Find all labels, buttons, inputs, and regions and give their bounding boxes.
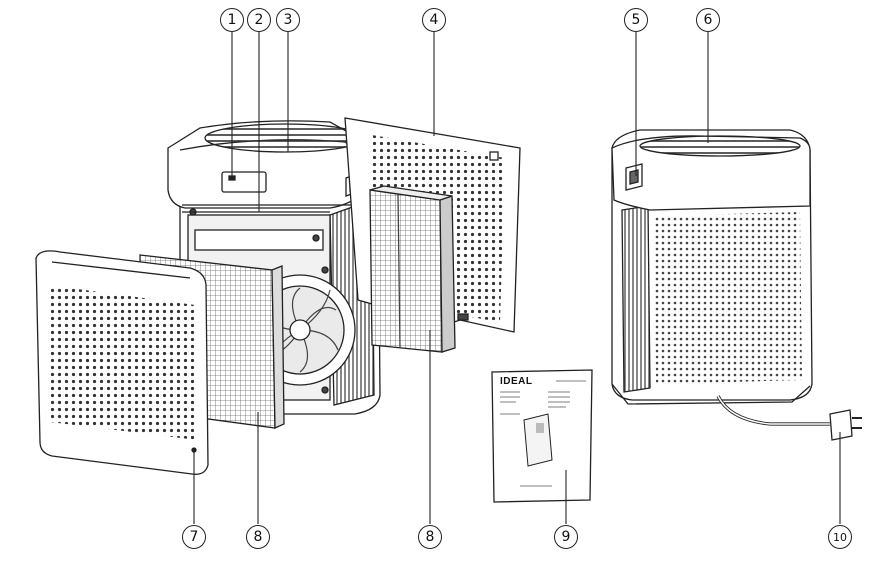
callout-5: 5 — [624, 8, 648, 32]
hepa-filter-centre — [369, 185, 456, 353]
callout-9: 9 — [554, 525, 578, 549]
manual-brand-text: IDEAL — [500, 376, 533, 387]
callout-3: 3 — [276, 8, 300, 32]
callout-7: 7 — [182, 525, 206, 549]
callout-2: 2 — [247, 8, 271, 32]
callout-4: 4 — [422, 8, 446, 32]
user-manual-9 — [491, 369, 593, 503]
front-panel-7 — [35, 250, 209, 475]
callout-8-left: 8 — [246, 525, 270, 549]
leader-lines — [193, 32, 841, 524]
callout-1: 1 — [220, 8, 244, 32]
callout-6: 6 — [696, 8, 720, 32]
callout-8-centre: 8 — [418, 525, 442, 549]
callout-10: 10 — [828, 525, 852, 549]
purifier-assembled-right — [611, 129, 862, 441]
